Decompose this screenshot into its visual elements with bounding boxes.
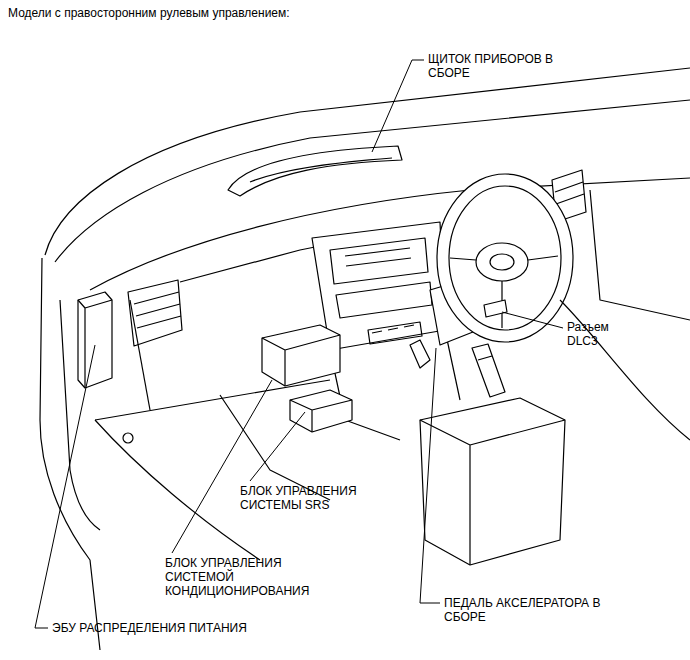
leader-line — [372, 60, 424, 152]
leader-line — [420, 348, 440, 603]
leader-line — [172, 380, 272, 553]
part-label: ЭБУ РАСПРЕДЕЛЕНИЯ ПИТАНИЯ — [52, 621, 247, 635]
part-label: БЛОК УПРАВЛЕНИЯ СИСТЕМЫ SRS — [240, 484, 375, 512]
part-label: ПЕДАЛЬ АКСЕЛЕРАТОРА В СБОРЕ — [444, 596, 610, 624]
leader-line — [502, 312, 563, 328]
leader-line — [250, 412, 305, 481]
heading: Модели с правосторонним рулевым управлен… — [8, 6, 290, 20]
part-label: ЩИТОК ПРИБОРОВ В СБОРЕ — [428, 52, 578, 80]
part-label: Разъем DLC3 — [567, 320, 627, 348]
part-label: БЛОК УПРАВЛЕНИЯ СИСТЕМОЙ КОНДИЦИОНИРОВАН… — [165, 556, 325, 598]
leader-line — [35, 345, 95, 628]
